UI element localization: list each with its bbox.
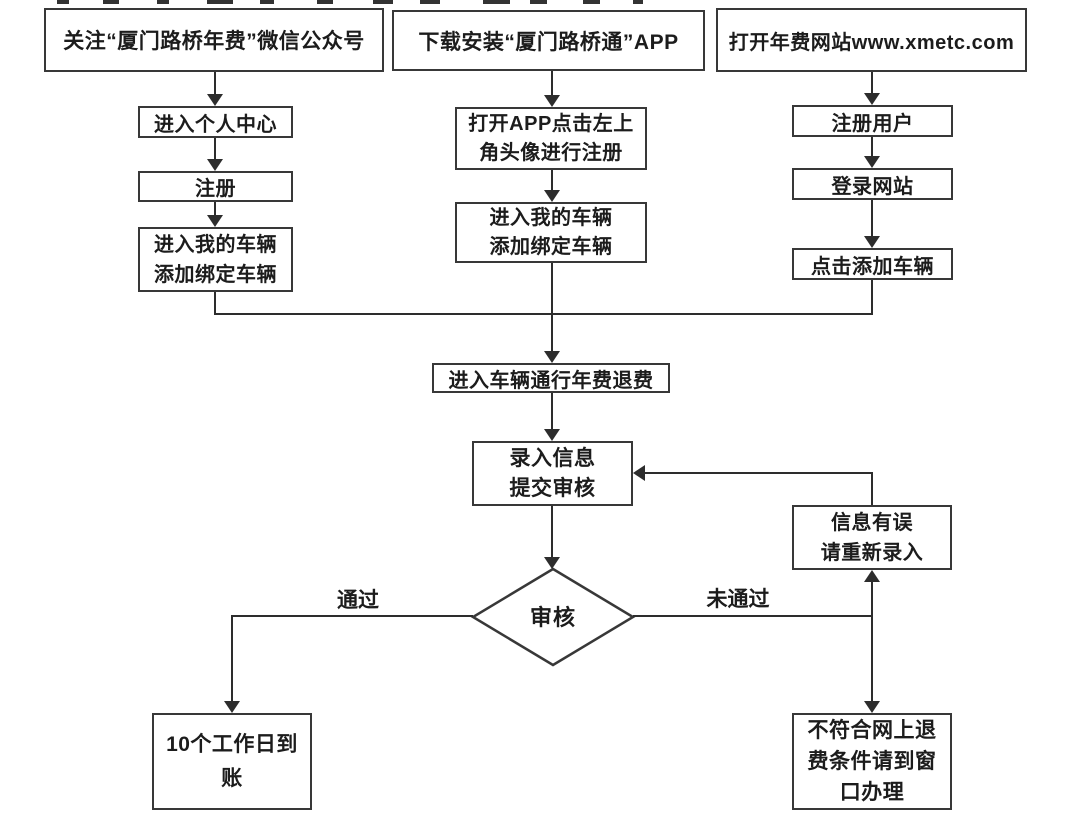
node-app-download: 下载安装“厦门路桥通”APP [392, 10, 705, 71]
connector-fail-up-to-reentry [871, 582, 873, 617]
connector-submit-to-decision [551, 506, 553, 557]
connector-fail-down-to-window [871, 615, 873, 701]
node-info-error-reentry: 信息有误 请重新录入 [792, 505, 952, 570]
node-website-open: 打开年费网站www.xmetc.com [716, 8, 1027, 72]
node-wechat-follow: 关注“厦门路桥年费”微信公众号 [44, 8, 384, 72]
decision-review-label: 审核 [529, 605, 576, 630]
cropped-text-fragment [420, 0, 440, 4]
node-app-register: 打开APP点击左上 角头像进行注册 [455, 107, 647, 170]
connector-wechat-to-personal-center [214, 72, 216, 94]
arrowhead-down [207, 94, 223, 106]
connector-register-to-bind [214, 202, 216, 215]
node-refund-10-workdays: 10个工作日到 账 [152, 713, 312, 810]
connector-bind-app-to-annual-refund [551, 263, 553, 351]
arrowhead-down [864, 236, 880, 248]
arrowhead-left [633, 465, 645, 481]
arrowhead-up [864, 570, 880, 582]
arrowhead-down [544, 429, 560, 441]
cropped-text-fragment [583, 0, 600, 4]
connector-register-user-to-login [871, 137, 873, 156]
connector-bind-wechat-to-merge [214, 292, 216, 315]
connector-login-to-add-vehicle [871, 200, 873, 236]
connector-add-vehicle-to-merge [871, 280, 873, 315]
cropped-text-fragment [103, 0, 119, 4]
arrowhead-down [224, 701, 240, 713]
arrowhead-down [544, 95, 560, 107]
connector-reentry-horizontal [645, 472, 873, 474]
node-submit-review: 录入信息 提交审核 [472, 441, 633, 506]
node-window-service: 不符合网上退 费条件请到窗 口办理 [792, 713, 952, 810]
cropped-text-fragment [530, 0, 547, 4]
cropped-text-fragment [207, 0, 233, 4]
connector-app-to-app-register [551, 71, 553, 95]
connector-annual-refund-to-submit [551, 393, 553, 429]
cropped-text-fragment [373, 0, 393, 4]
node-login-website: 登录网站 [792, 168, 953, 200]
cropped-text-fragment [317, 0, 333, 4]
node-enter-personal-center: 进入个人中心 [138, 106, 293, 138]
arrowhead-down [544, 190, 560, 202]
connector-merge-line [214, 313, 873, 315]
connector-pass-vertical [231, 615, 233, 701]
cropped-text-fragment [260, 0, 274, 4]
node-add-vehicle: 点击添加车辆 [792, 248, 953, 280]
cropped-text-fragment [633, 0, 643, 4]
node-register-wechat: 注册 [138, 171, 293, 202]
connector-fail-horizontal [633, 615, 873, 617]
node-bind-vehicle-app: 进入我的车辆 添加绑定车辆 [455, 202, 647, 263]
decision-review-diamond [470, 567, 636, 667]
arrowhead-down [864, 93, 880, 105]
arrowhead-down [864, 701, 880, 713]
arrowhead-down [544, 557, 560, 569]
label-pass: 通过 [337, 589, 379, 612]
node-enter-annual-refund: 进入车辆通行年费退费 [432, 363, 670, 393]
cropped-text-fragment [157, 0, 169, 4]
cropped-text-fragment [57, 0, 69, 4]
label-fail: 未通过 [706, 588, 770, 611]
arrowhead-down [864, 156, 880, 168]
connector-personal-center-to-register [214, 138, 216, 159]
connector-pass-horizontal [232, 615, 473, 617]
connector-website-to-register-user [871, 72, 873, 93]
arrowhead-down [544, 351, 560, 363]
cropped-text-fragment [483, 0, 510, 4]
arrowhead-down [207, 215, 223, 227]
connector-reentry-up [871, 472, 873, 505]
node-register-user: 注册用户 [792, 105, 953, 137]
arrowhead-down [207, 159, 223, 171]
connector-app-register-to-bind [551, 170, 553, 190]
node-bind-vehicle-wechat: 进入我的车辆 添加绑定车辆 [138, 227, 293, 292]
